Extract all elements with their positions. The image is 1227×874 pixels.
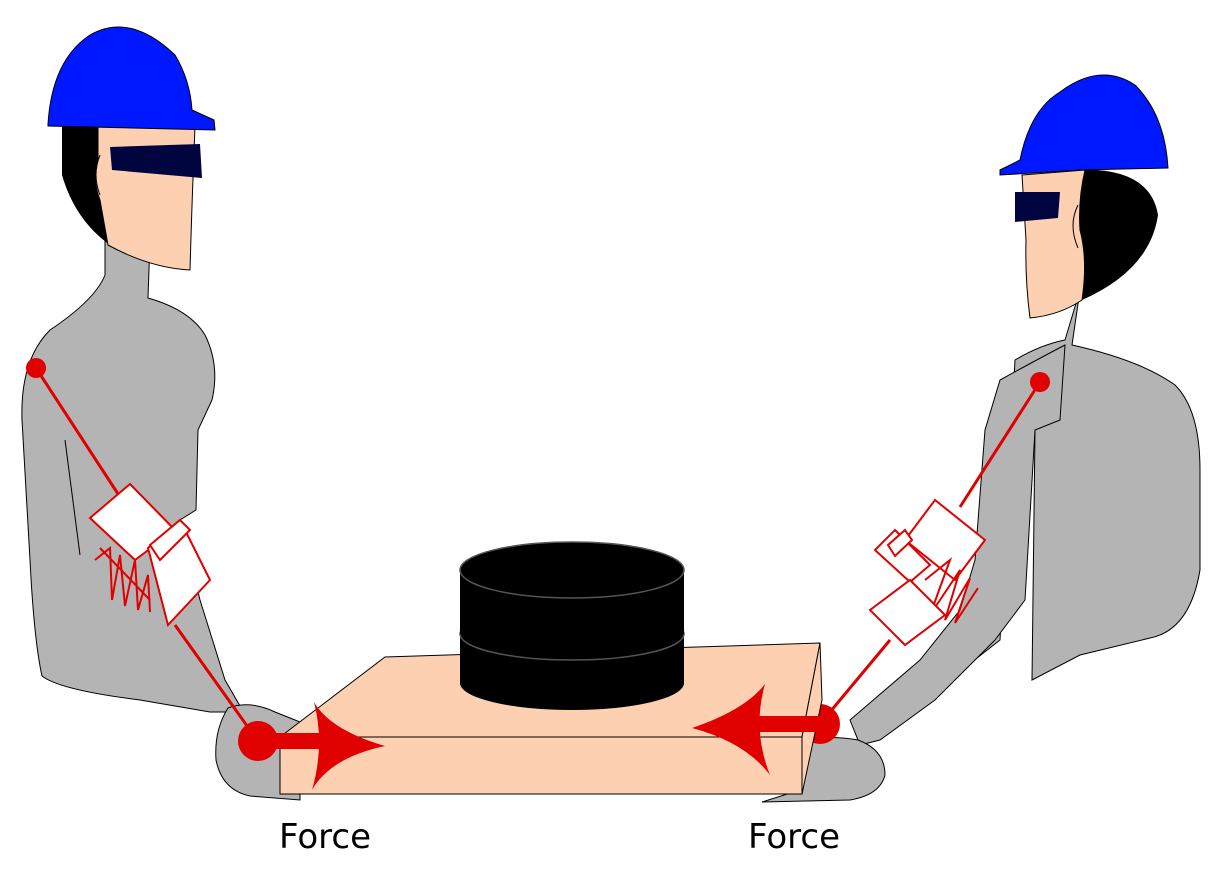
left-worker-glasses [110, 144, 202, 178]
left-hand-joint [238, 721, 278, 761]
left-force-label: Force [279, 817, 371, 857]
left-worker-helmet [47, 26, 216, 131]
stacked-weight-plates-icon [459, 541, 685, 710]
right-worker-body [869, 289, 1201, 743]
left-force-arrow-icon [260, 702, 385, 790]
right-worker-glasses [1015, 192, 1060, 222]
left-worker [21, 26, 301, 801]
right-worker-arm [849, 344, 1066, 746]
right-worker-helmet [999, 74, 1169, 176]
left-worker-body [21, 239, 241, 713]
right-force-label: Force [748, 817, 840, 857]
right-worker [761, 74, 1201, 803]
right-worker-hair [1070, 169, 1158, 300]
right-force-arrow-icon [692, 684, 820, 775]
left-arm-spring-damper [26, 358, 278, 761]
